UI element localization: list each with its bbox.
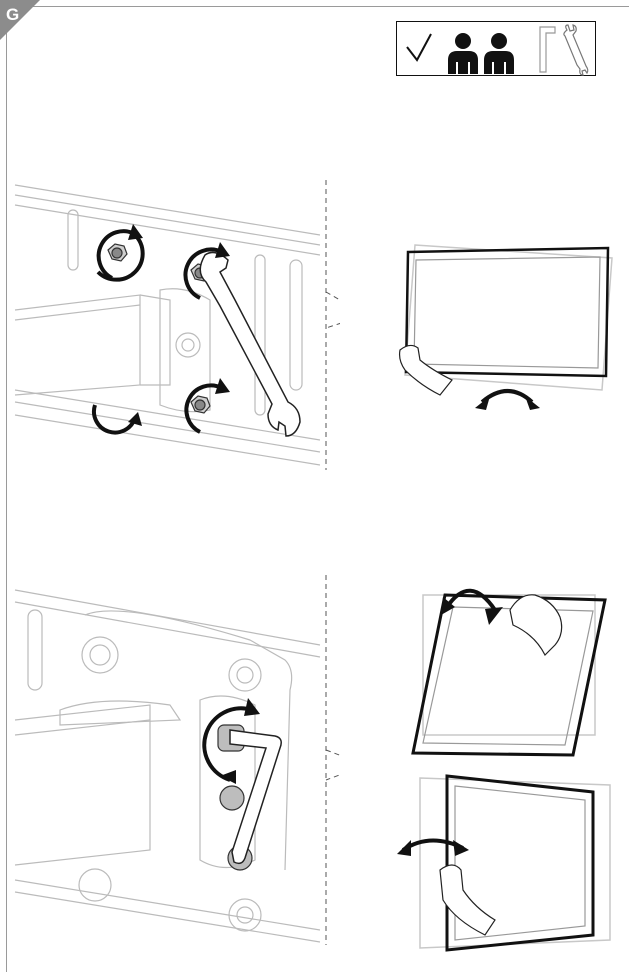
hand-icon [510, 595, 562, 655]
panel-tv-level [380, 230, 630, 420]
tv-frame [406, 248, 608, 376]
panel-tv-tilt [395, 565, 625, 765]
panel-tilt-bolts [0, 160, 340, 470]
panel-hex-bolts [0, 570, 340, 950]
illustration-tilt-bolts [0, 160, 340, 470]
requirements-box [396, 21, 596, 76]
illustration-tv-swivel [395, 770, 625, 960]
step-letter: G [6, 5, 19, 25]
tv-frame [413, 595, 605, 755]
illustration-hex-bolts [0, 570, 340, 950]
wrench-tool [200, 252, 300, 436]
illustration-tv-tilt [395, 565, 625, 765]
person-icon [484, 33, 514, 74]
hex-key-icon [540, 27, 555, 72]
wrench-icon [564, 25, 588, 75]
panel-tv-swivel [395, 770, 625, 960]
step-tab: G [0, 0, 40, 40]
bolt-icon [108, 244, 127, 261]
hand-icon [400, 345, 452, 395]
person-icon [448, 33, 478, 74]
illustration-tv-level [380, 230, 630, 420]
check-icon [407, 34, 431, 60]
